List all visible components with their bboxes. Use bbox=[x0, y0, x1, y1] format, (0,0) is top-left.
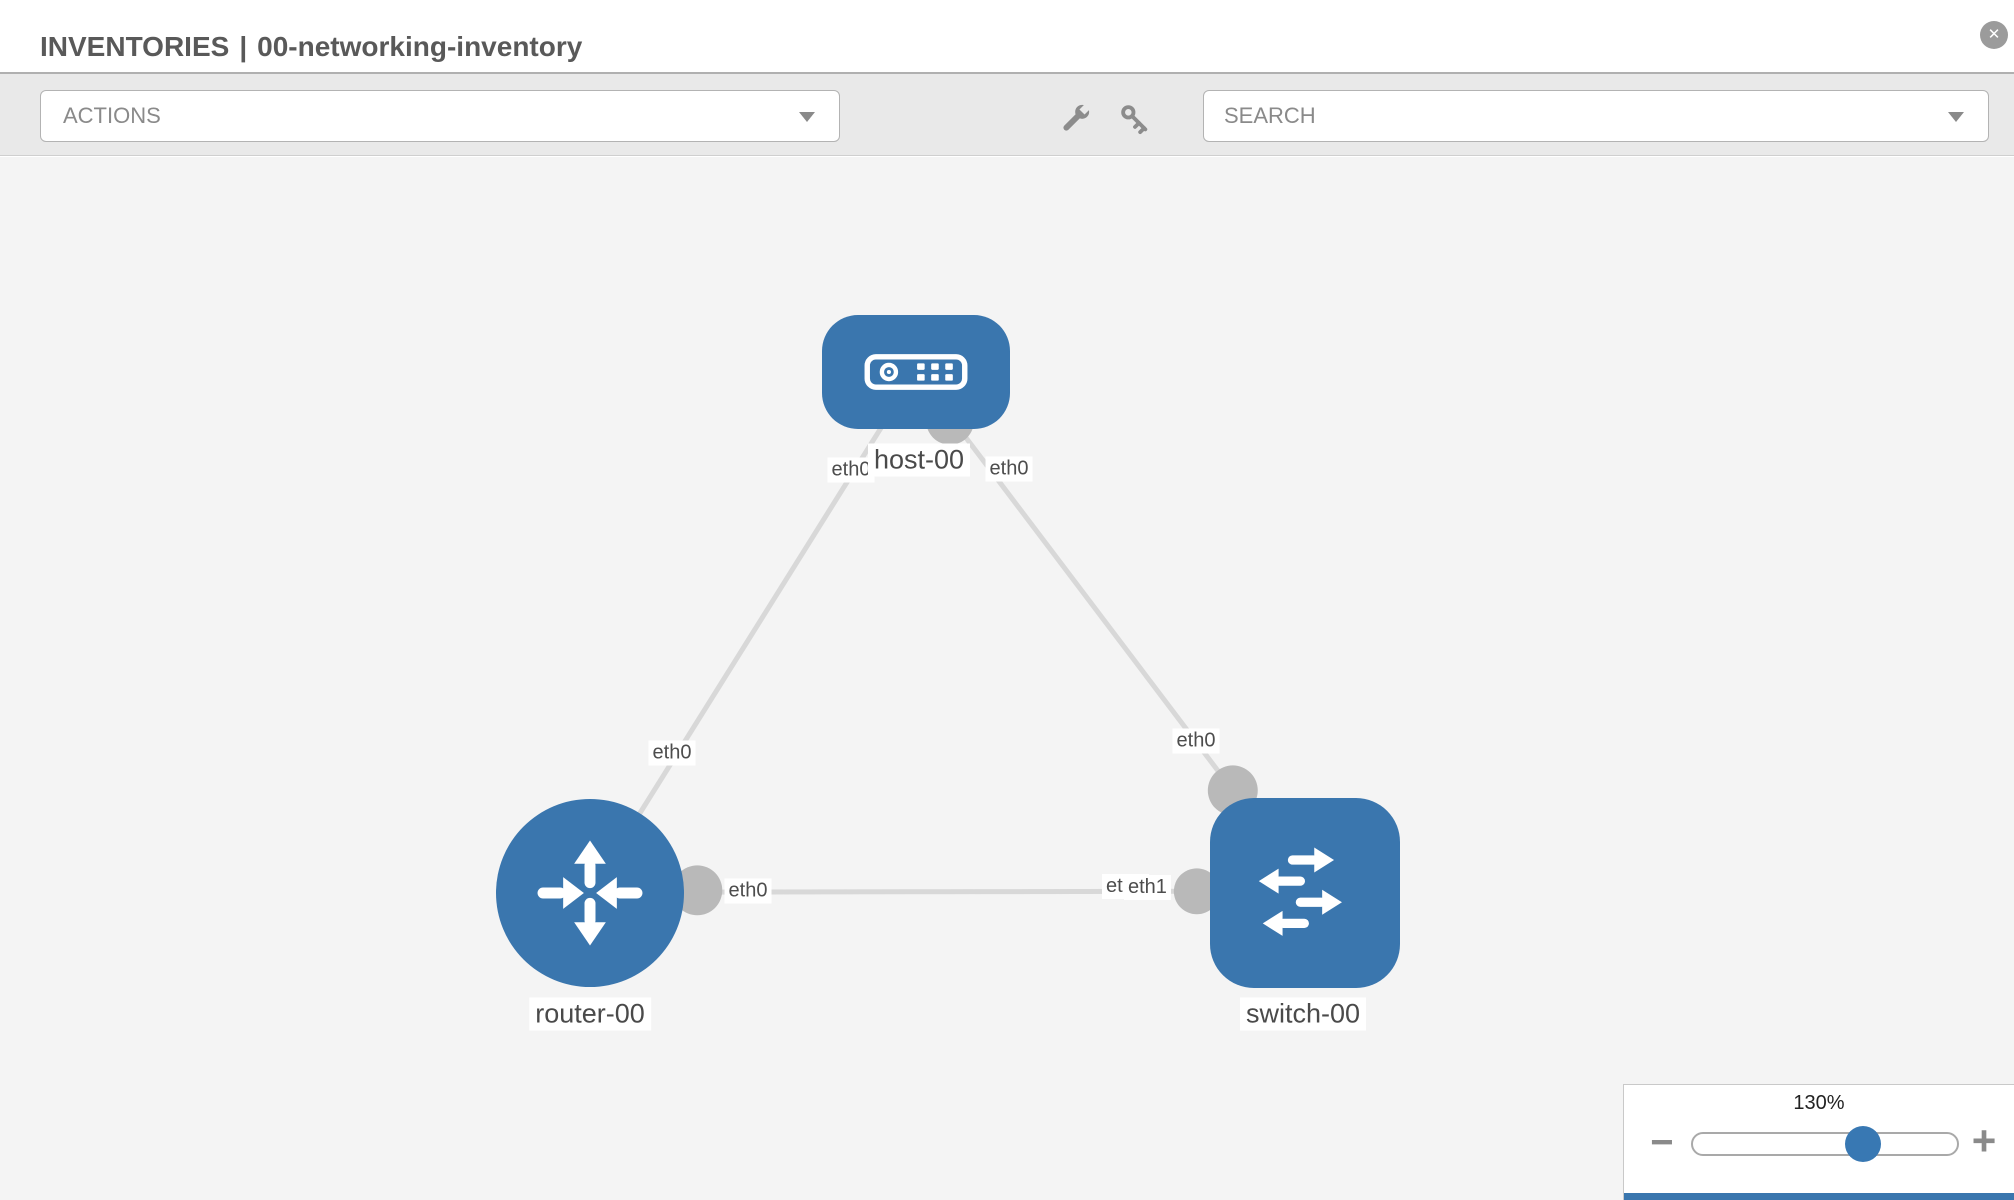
port-label-switch-eth0: eth0 bbox=[1172, 728, 1220, 754]
zoom-in-button[interactable]: + bbox=[1972, 1117, 1997, 1165]
plus-icon: + bbox=[1971, 1117, 1997, 1164]
minus-icon: − bbox=[1650, 1120, 1674, 1165]
port-label-switch-eth1: eth1 bbox=[1124, 875, 1171, 900]
port-label-host-eth0-to-switch: eth0 bbox=[985, 456, 1033, 482]
zoom-value: 130% bbox=[1793, 1092, 1845, 1114]
panel-footer-bar bbox=[1624, 1193, 2014, 1200]
chevron-down-icon bbox=[1948, 112, 1964, 122]
header: INVENTORIES | 00-networking-inventory ✕ bbox=[0, 0, 2014, 72]
topology-canvas[interactable]: host-00 router-00 switch-00 eth0 eth0 et… bbox=[0, 157, 2014, 1200]
node-label-router: router-00 bbox=[529, 997, 651, 1031]
links-layer bbox=[588, 370, 1258, 916]
port-label-host-eth0-to-router: eth0 bbox=[827, 457, 875, 483]
link-host-switch bbox=[914, 370, 1235, 792]
close-button[interactable]: ✕ bbox=[1980, 21, 2008, 49]
port-label-router-eth0: eth0 bbox=[724, 878, 772, 904]
zoom-panel: 130% − + bbox=[1623, 1084, 2014, 1200]
page-title: INVENTORIES | 00-networking-inventory bbox=[40, 31, 582, 63]
breadcrumb-separator: | bbox=[239, 31, 248, 62]
switch-icon bbox=[1258, 847, 1342, 936]
node-router-00[interactable] bbox=[496, 799, 684, 987]
wrench-icon bbox=[1063, 103, 1091, 131]
port-label-router-eth0-to-host: eth0 bbox=[648, 740, 696, 766]
chevron-down-icon bbox=[799, 112, 815, 122]
actions-dropdown[interactable]: ACTIONS bbox=[40, 90, 840, 142]
router-icon bbox=[537, 840, 643, 946]
node-label-host: host-00 bbox=[867, 443, 971, 477]
toolbar: ACTIONS bbox=[0, 72, 2014, 156]
configure-button[interactable] bbox=[1056, 101, 1094, 139]
node-host-00[interactable] bbox=[822, 315, 1010, 429]
key-icon bbox=[1121, 105, 1148, 135]
zoom-out-button[interactable]: − bbox=[1650, 1121, 1673, 1166]
credentials-button[interactable] bbox=[1116, 101, 1154, 139]
connector-switch-left bbox=[1173, 868, 1220, 915]
node-switch-00[interactable] bbox=[1210, 798, 1400, 988]
zoom-slider-track[interactable] bbox=[1691, 1132, 1959, 1156]
actions-dropdown-label: ACTIONS bbox=[63, 103, 161, 128]
close-icon: ✕ bbox=[1987, 26, 2001, 43]
breadcrumb-inventories[interactable]: INVENTORIES bbox=[40, 31, 230, 62]
zoom-slider-knob[interactable] bbox=[1845, 1126, 1881, 1162]
node-label-switch: switch-00 bbox=[1239, 997, 1367, 1031]
host-icon bbox=[864, 354, 968, 390]
search-input[interactable] bbox=[1204, 91, 1928, 141]
search-box[interactable] bbox=[1203, 90, 1989, 142]
inventory-name: 00-networking-inventory bbox=[257, 31, 583, 62]
connector-router-right bbox=[672, 865, 723, 916]
